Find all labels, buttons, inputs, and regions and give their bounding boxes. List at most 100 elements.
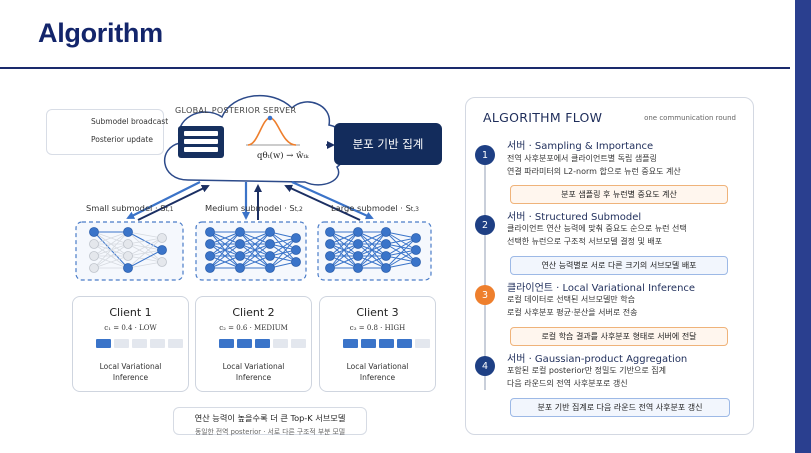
network-edge — [357, 255, 387, 269]
network-edge — [209, 231, 241, 245]
active-neuron — [205, 227, 215, 237]
network-edge — [209, 243, 241, 269]
network-edge — [269, 249, 297, 269]
active-neuron — [291, 245, 301, 255]
active-neuron — [291, 233, 301, 243]
step-4-title: 서버 · Gaussian-product Aggregation — [507, 354, 688, 365]
network-edge — [357, 231, 387, 245]
network-edge — [93, 231, 129, 245]
network-edge — [127, 237, 163, 257]
client-card-3: Client 3 c₃ = 0.8 · HIGH Local Variation… — [319, 296, 436, 392]
client-capacity: c₃ = 0.8 · HIGH — [349, 324, 406, 332]
capacity-bars — [343, 339, 430, 348]
capacity-bar — [343, 339, 358, 348]
active-neuron — [235, 251, 245, 261]
active-neuron — [123, 227, 133, 237]
capacity-note: 연산 능력이 높을수록 더 큰 Top-K 서브모델 동일한 전역 poster… — [173, 407, 367, 436]
active-neuron — [205, 263, 215, 273]
active-neuron — [265, 251, 275, 261]
inactive-neuron — [157, 233, 167, 243]
inactive-neuron — [123, 251, 133, 261]
network-edge — [127, 237, 163, 269]
active-neuron — [291, 257, 301, 267]
medium-submodel-box — [195, 221, 307, 281]
gaussian-curve-icon — [246, 115, 300, 146]
capacity-bar — [397, 339, 412, 348]
capacity-bar — [132, 339, 147, 348]
algorithm-flow-panel: ALGORITHM FLOW one communication round 1… — [465, 97, 754, 435]
network-edge — [385, 237, 417, 269]
network-edge — [269, 237, 297, 269]
active-neuron — [235, 227, 245, 237]
network-edge — [127, 249, 163, 269]
network-edge — [385, 237, 417, 245]
large-submodel-label: Large submodel · St,3 — [331, 203, 419, 213]
network-edge — [385, 249, 417, 269]
slide-side-bar — [795, 0, 811, 453]
active-neuron — [235, 263, 245, 273]
step-2-number: 2 — [475, 215, 495, 235]
step-2-title: 서버 · Structured Submodel — [507, 212, 642, 223]
active-neuron — [381, 263, 391, 273]
legend: Submodel broadcast Posterior update — [46, 109, 168, 155]
active-neuron — [235, 239, 245, 249]
active-neuron — [265, 227, 275, 237]
capacity-bar — [168, 339, 183, 348]
client-name: Client 2 — [232, 306, 275, 319]
network-edge — [93, 231, 129, 269]
active-neuron — [353, 227, 363, 237]
step-3-number: 3 — [475, 285, 495, 305]
step-1-title: 서버 · Sampling & Importance — [507, 141, 654, 152]
client-card-2: Client 2 c₂ = 0.6 · MEDIUM Local Variati… — [195, 296, 312, 392]
network-edge — [93, 231, 129, 257]
capacity-bar — [291, 339, 306, 348]
client-name: Client 3 — [356, 306, 399, 319]
submodel-networks — [89, 227, 421, 273]
network-edge — [209, 231, 241, 269]
network-edge — [357, 243, 387, 269]
network-edge — [127, 261, 163, 269]
inactive-neuron — [157, 257, 167, 267]
legend-broadcast-label: Submodel broadcast — [91, 117, 169, 126]
client-capacity: c₁ = 0.4 · LOW — [104, 324, 157, 332]
small-submodel-label: Small submodel · St,1 — [86, 203, 174, 213]
aggregate-box: 분포 기반 집계 — [334, 123, 442, 165]
active-neuron — [123, 263, 133, 273]
active-neuron — [325, 227, 335, 237]
client-name: Client 1 — [109, 306, 152, 319]
capacity-bar — [219, 339, 234, 348]
active-neuron — [411, 257, 421, 267]
capacity-bar — [273, 339, 288, 348]
network-edge — [385, 231, 417, 239]
active-neuron — [157, 245, 167, 255]
step-4-tag: 분포 기반 집계로 다음 라운드 전역 사후분포 갱신 — [510, 398, 730, 417]
inactive-neuron — [89, 239, 99, 249]
small-submodel-box — [75, 221, 184, 281]
client-capacity: c₂ = 0.6 · MEDIUM — [219, 324, 288, 332]
network-edge — [357, 231, 387, 257]
network-edge — [127, 231, 163, 239]
network-edge — [239, 231, 271, 269]
inactive-neuron — [89, 251, 99, 261]
flow-title: ALGORITHM FLOW — [483, 110, 603, 125]
capacity-bars — [219, 339, 306, 348]
active-neuron — [325, 239, 335, 249]
network-edge — [93, 243, 129, 269]
network-edge — [93, 255, 129, 269]
capacity-bar — [379, 339, 394, 348]
title-divider — [0, 67, 790, 69]
capacity-bar — [150, 339, 165, 348]
active-neuron — [353, 251, 363, 261]
step-3-title: 클라이언트 · Local Variational Inference — [507, 283, 696, 294]
active-neuron — [353, 239, 363, 249]
flow-subtitle: one communication round — [644, 114, 736, 122]
capacity-bar — [114, 339, 129, 348]
capacity-bar — [237, 339, 252, 348]
active-neuron — [205, 239, 215, 249]
